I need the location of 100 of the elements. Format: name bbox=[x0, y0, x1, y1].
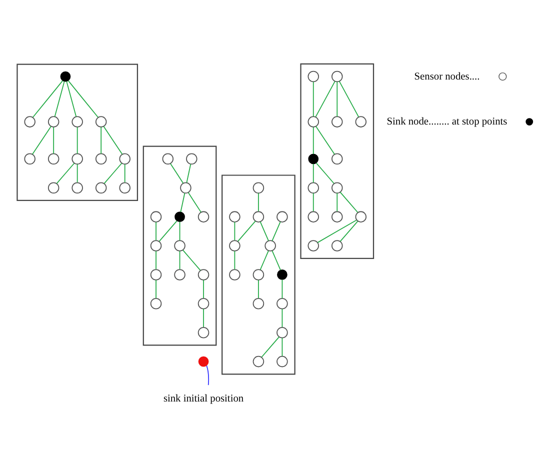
connector bbox=[340, 220, 358, 242]
connector bbox=[186, 164, 192, 184]
connector bbox=[315, 126, 335, 155]
node-circle bbox=[229, 269, 240, 280]
connector bbox=[54, 80, 65, 118]
node-circle bbox=[252, 356, 264, 368]
legend-label: Sensor nodes.... bbox=[414, 71, 480, 82]
connector bbox=[282, 308, 283, 328]
node-circle bbox=[276, 298, 288, 310]
node-circle bbox=[308, 211, 320, 222]
node-circle bbox=[48, 116, 60, 128]
connector bbox=[338, 80, 360, 118]
node-circle bbox=[150, 240, 162, 252]
node-dot bbox=[308, 154, 319, 164]
connector bbox=[179, 221, 180, 241]
connector bbox=[100, 126, 102, 154]
connector bbox=[170, 163, 184, 184]
node-circle bbox=[332, 182, 343, 194]
node-circle bbox=[162, 153, 174, 165]
cluster bbox=[142, 146, 217, 346]
node-dot bbox=[277, 270, 288, 280]
connector bbox=[188, 192, 202, 213]
connector bbox=[76, 126, 78, 154]
cluster bbox=[300, 63, 374, 259]
node-circle bbox=[332, 153, 343, 165]
connector bbox=[312, 164, 314, 184]
node-circle bbox=[150, 298, 162, 310]
connector bbox=[234, 222, 236, 241]
node-circle bbox=[355, 211, 367, 222]
connector bbox=[237, 220, 256, 242]
node-circle bbox=[24, 116, 36, 128]
connector bbox=[53, 126, 54, 154]
node-circle bbox=[119, 153, 130, 165]
node-circle bbox=[308, 240, 320, 252]
connector bbox=[68, 80, 98, 118]
connector bbox=[312, 192, 314, 212]
node-circle bbox=[264, 240, 276, 252]
node-circle bbox=[72, 182, 83, 194]
node-dot bbox=[174, 212, 185, 222]
connector bbox=[103, 126, 123, 155]
node-circle bbox=[150, 269, 162, 280]
cluster bbox=[16, 64, 138, 202]
connector bbox=[258, 192, 259, 212]
connector bbox=[312, 82, 314, 117]
node-circle bbox=[95, 153, 107, 165]
node-text: sink initial position bbox=[163, 393, 244, 404]
connector bbox=[206, 365, 209, 386]
connector bbox=[282, 337, 283, 356]
node-circle bbox=[150, 211, 162, 222]
node-circle bbox=[180, 182, 192, 194]
connector bbox=[315, 80, 336, 118]
connector bbox=[261, 336, 280, 358]
node-circle bbox=[95, 116, 107, 128]
connector bbox=[258, 280, 259, 299]
connector bbox=[234, 250, 236, 270]
connector bbox=[203, 280, 204, 299]
connector bbox=[312, 126, 314, 155]
node-circle bbox=[308, 116, 320, 128]
node-circle bbox=[198, 211, 210, 222]
connector bbox=[158, 220, 178, 242]
node-circle bbox=[308, 70, 320, 82]
node-circle bbox=[48, 182, 60, 194]
node-circle bbox=[332, 240, 343, 252]
node-circle bbox=[72, 153, 83, 165]
connector bbox=[104, 162, 122, 184]
node-circle bbox=[72, 116, 83, 128]
node-circle bbox=[252, 269, 264, 280]
node-circle bbox=[252, 298, 264, 310]
connector bbox=[179, 250, 180, 270]
connector bbox=[180, 192, 186, 212]
node-circle bbox=[276, 356, 288, 368]
node-circle bbox=[252, 211, 264, 222]
node-circle bbox=[24, 153, 36, 165]
node-circle bbox=[95, 182, 107, 194]
node-circle bbox=[276, 211, 288, 222]
node-circle bbox=[198, 269, 210, 280]
connector bbox=[66, 80, 77, 118]
node-circle bbox=[198, 326, 210, 338]
node-dot bbox=[60, 71, 71, 82]
connector bbox=[76, 164, 78, 183]
connector bbox=[316, 162, 334, 184]
connector bbox=[32, 126, 52, 155]
connector bbox=[282, 279, 283, 299]
node-circle bbox=[308, 182, 320, 194]
node-circle bbox=[252, 182, 264, 194]
node-dot bbox=[198, 356, 209, 367]
node-circle bbox=[119, 182, 130, 194]
connector bbox=[260, 221, 269, 242]
connector bbox=[336, 192, 338, 212]
node-circle bbox=[174, 269, 186, 280]
node-circle bbox=[355, 116, 367, 128]
node-circle bbox=[186, 153, 198, 165]
node-circle bbox=[229, 240, 240, 252]
connector bbox=[336, 82, 338, 117]
connector bbox=[32, 80, 64, 118]
node-circle bbox=[276, 326, 288, 338]
connector bbox=[272, 250, 281, 271]
node-circle bbox=[332, 211, 343, 222]
connector bbox=[203, 308, 204, 328]
connector bbox=[182, 250, 201, 271]
